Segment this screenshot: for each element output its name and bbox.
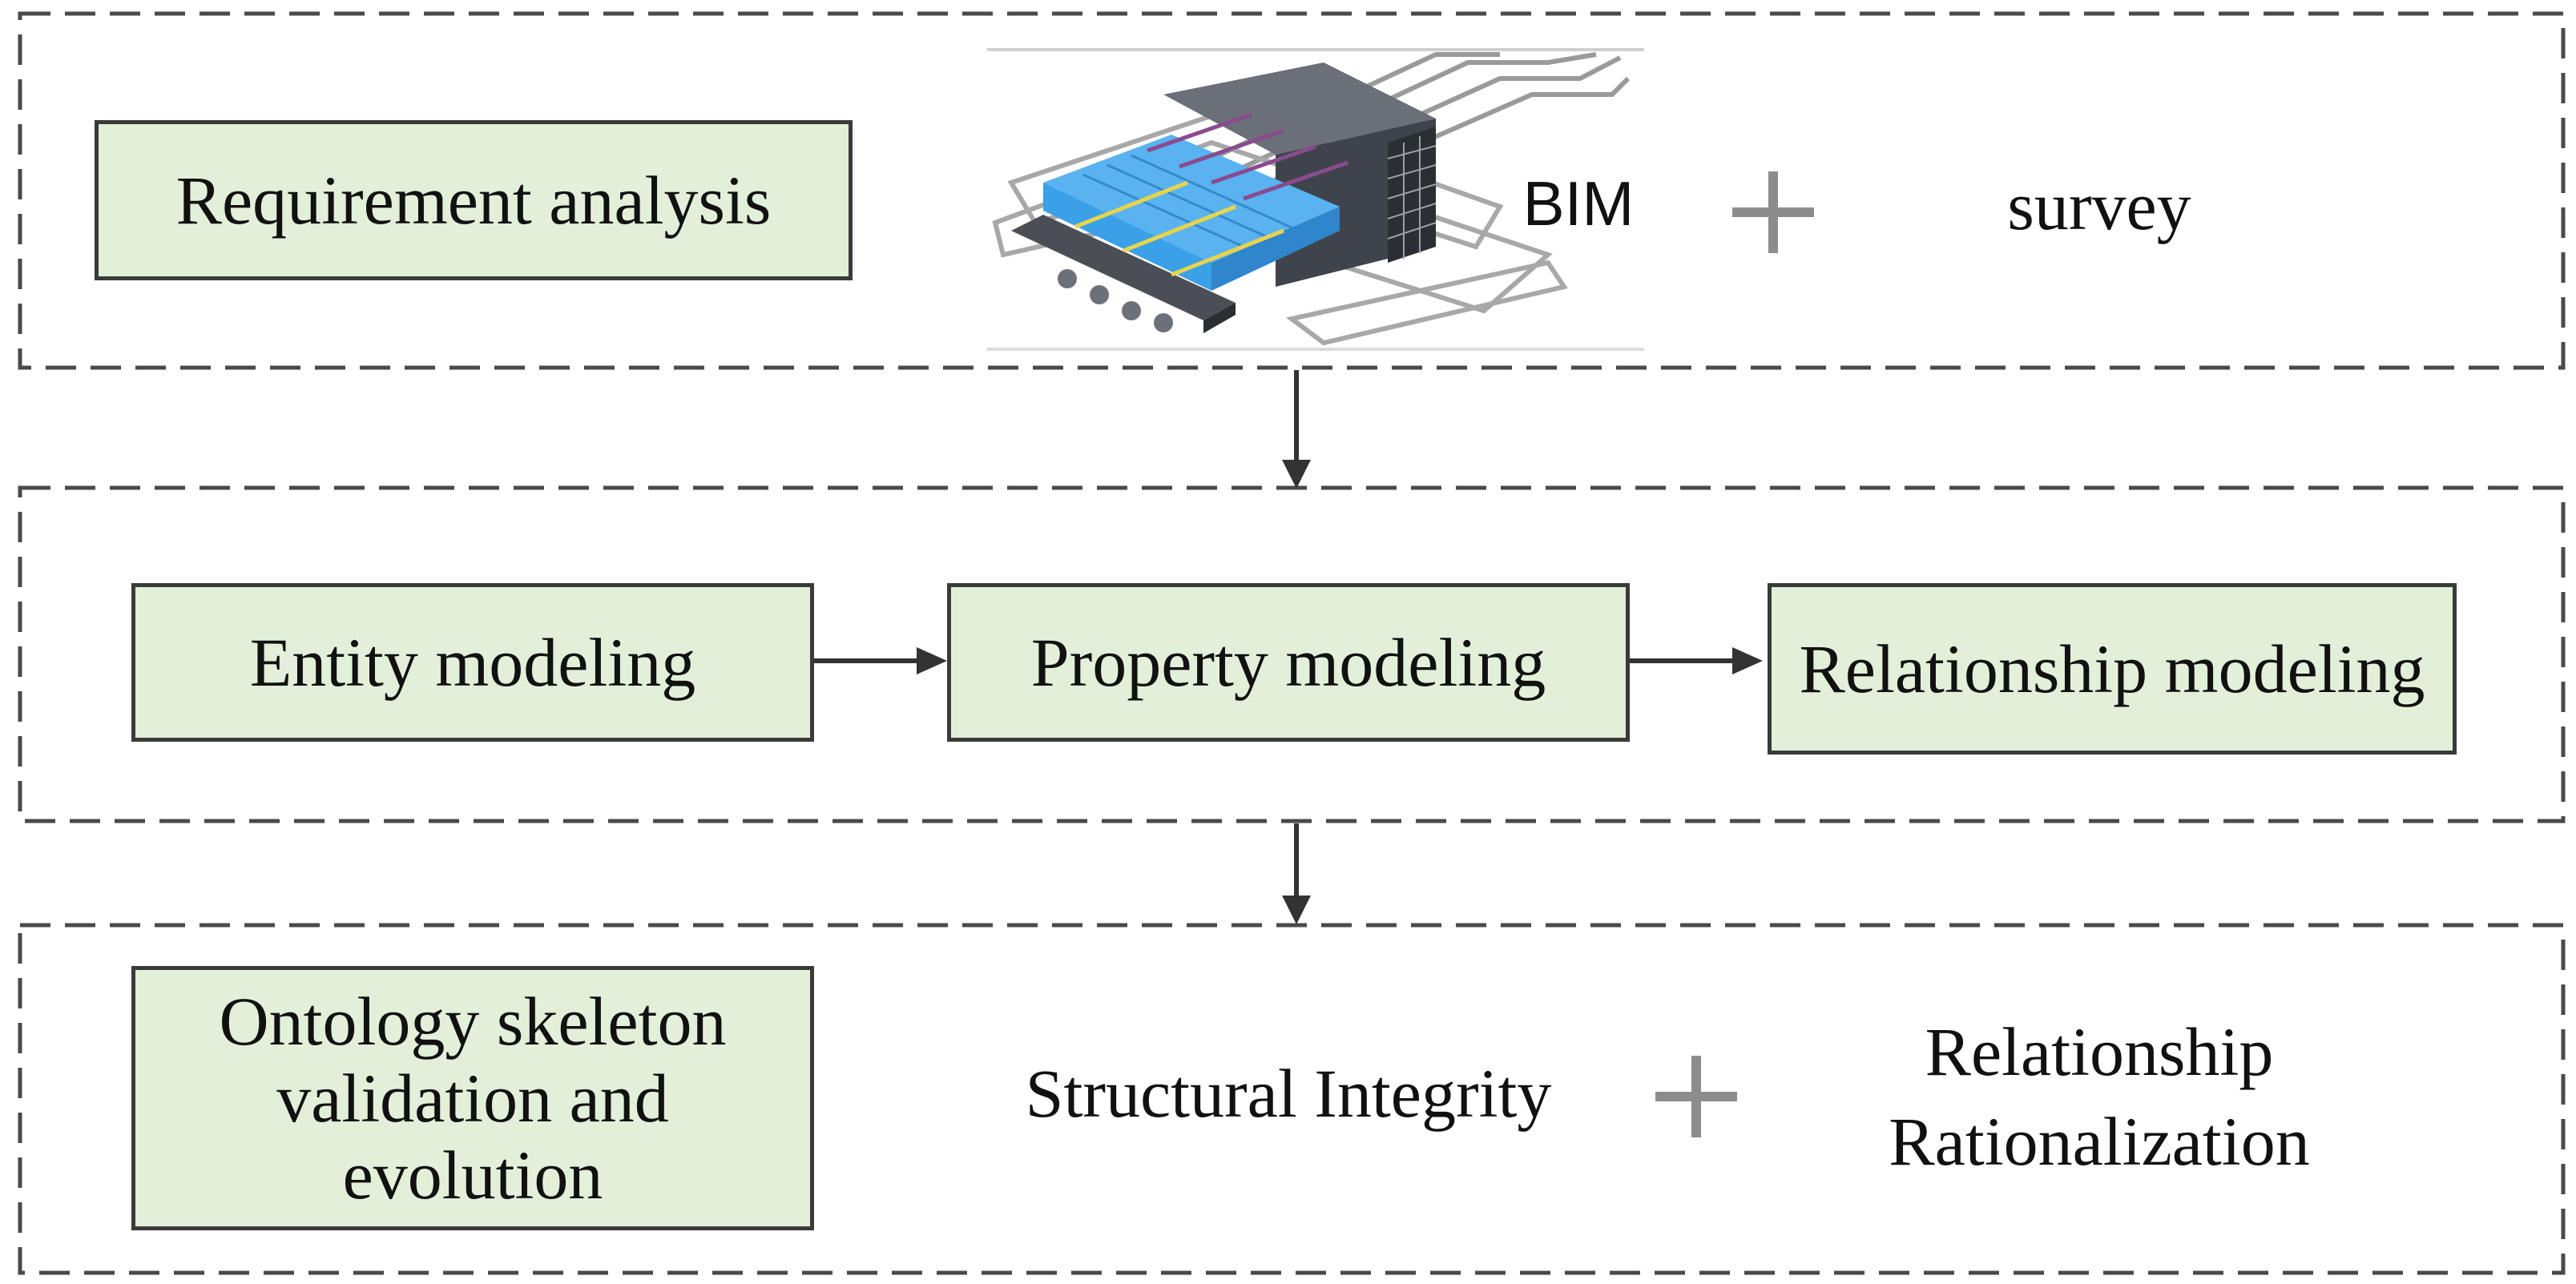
relationship-modeling-box: Relationship modeling — [1768, 583, 2457, 755]
down-arrow-2 — [1282, 823, 1311, 924]
bim-model-image — [987, 48, 1644, 351]
relationship-rationalization-label: Relationship Rationalization — [1889, 1013, 2310, 1180]
plus-icon — [1655, 1056, 1737, 1137]
stage1-dashed-border — [18, 11, 2566, 370]
survey-label: survey — [2007, 167, 2191, 244]
right-arrow-1 — [814, 647, 947, 674]
property-modeling-box: Property modeling — [947, 583, 1630, 742]
stage3-frame — [18, 923, 2566, 1275]
stage3-dashed-border — [18, 923, 2566, 1275]
entity-modeling-box: Entity modeling — [131, 583, 814, 742]
stage2-dashed-border — [18, 485, 2566, 823]
stage1-frame — [18, 11, 2566, 370]
right-arrow-2 — [1630, 647, 1763, 674]
bim-label: BIM — [1522, 168, 1635, 239]
down-arrow-1 — [1282, 370, 1311, 489]
requirement-analysis-box: Requirement analysis — [95, 120, 853, 280]
ontology-validation-box: Ontology skeleton validation and evoluti… — [131, 966, 814, 1230]
structural-integrity-label: Structural Integrity — [1025, 1055, 1552, 1132]
plus-icon — [1732, 171, 1814, 253]
stage2-frame — [18, 485, 2566, 823]
